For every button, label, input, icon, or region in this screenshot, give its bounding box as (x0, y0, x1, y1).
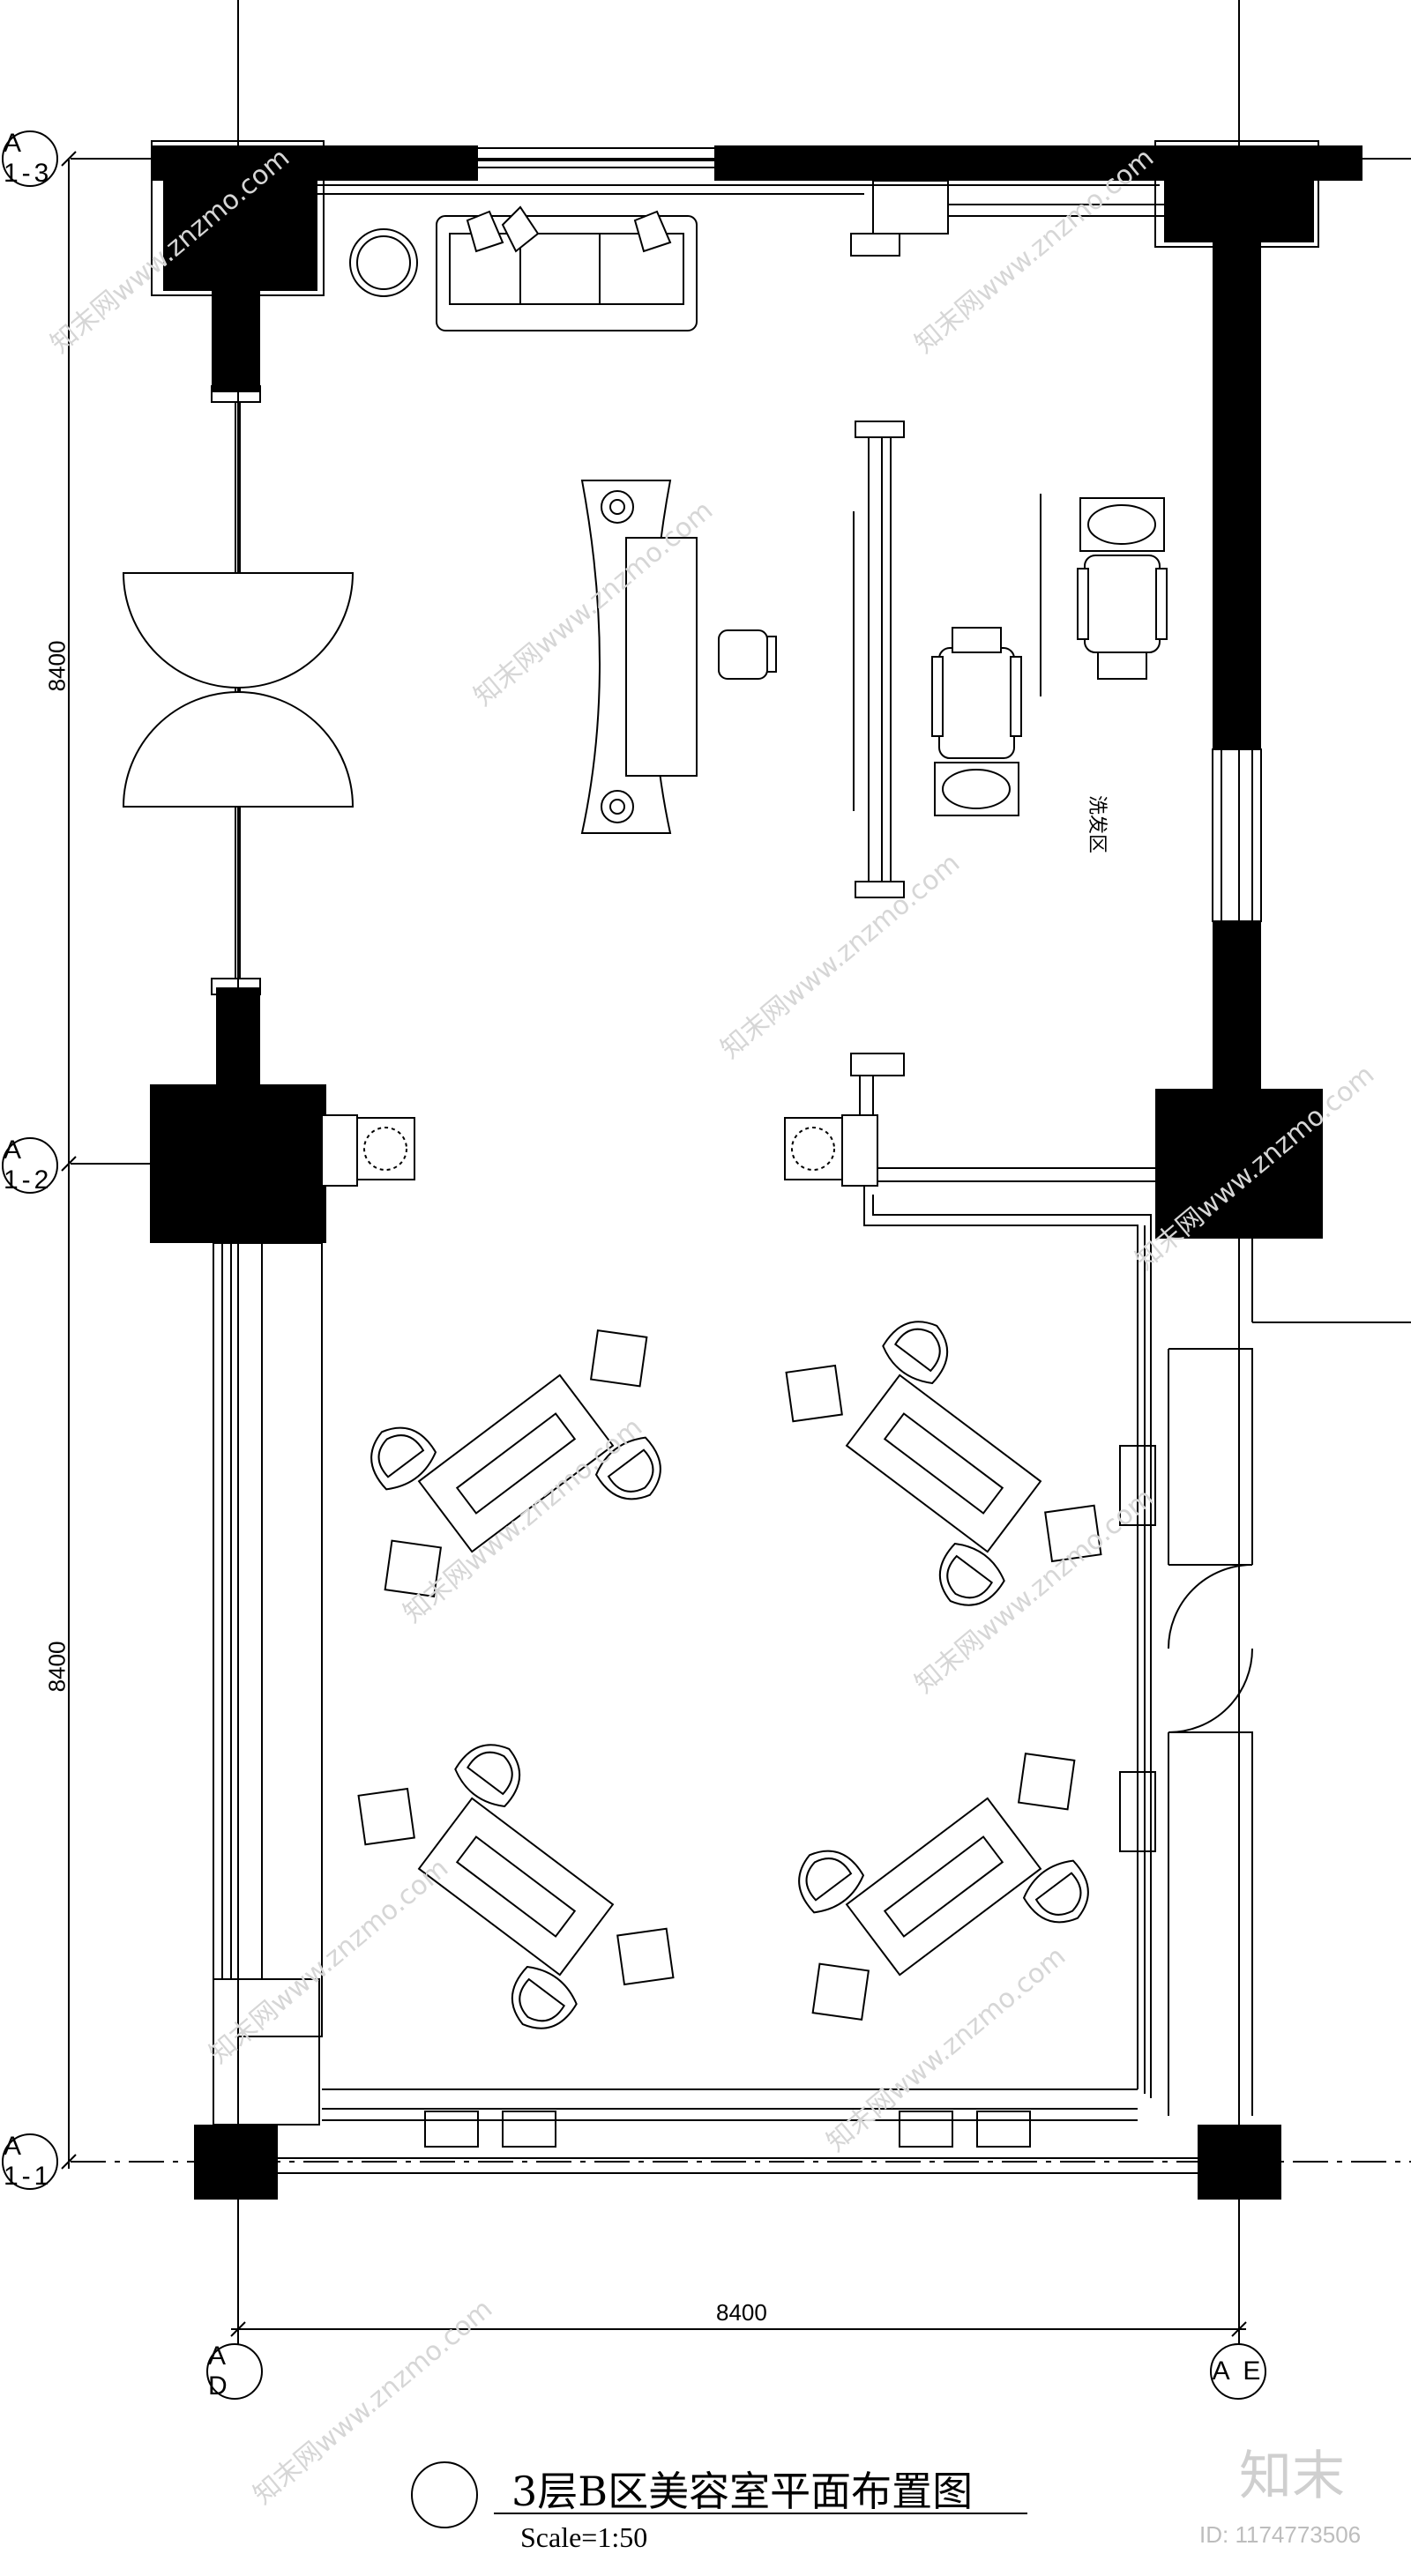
station-table-inset (883, 1835, 1004, 1938)
dimension-bottom: 8400 (716, 2299, 767, 2326)
manicure-station (798, 1752, 1089, 2021)
station-chair (882, 1321, 949, 1385)
station-stool (384, 1539, 443, 1598)
station-stool (1044, 1504, 1102, 1563)
display-stand-right (784, 1114, 878, 1187)
interior-lines (151, 140, 1411, 2174)
station-stool (589, 1329, 648, 1388)
station-stool (616, 1927, 675, 1986)
station-stool (811, 1962, 870, 2021)
lounge-sofa (436, 205, 698, 331)
title-symbol (411, 2461, 478, 2528)
grid-axis-a13: A 1-3 (2, 129, 58, 188)
walls (150, 145, 1362, 2200)
station-chair (594, 1436, 661, 1500)
grid-axis-a12: A 1-2 (2, 1135, 58, 1195)
wash-chair-2 (931, 627, 1022, 816)
wash-chair-1 (1077, 497, 1168, 680)
station-chair (798, 1850, 865, 1914)
display-stand-left (321, 1114, 415, 1187)
station-chair (454, 1744, 521, 1808)
title-underline (494, 2513, 1027, 2514)
grid-axis-ae: A E (1210, 2343, 1266, 2400)
manicure-station (357, 1744, 675, 2029)
station-chair (1022, 1859, 1089, 1924)
manicure-stations (357, 1321, 1102, 2029)
image-id: ID: 1174773506 (1199, 2521, 1362, 2548)
station-table-inset (455, 1835, 577, 1938)
station-chair (938, 1542, 1005, 1606)
station-table-inset (883, 1412, 1004, 1515)
station-stool (1017, 1752, 1076, 1811)
station-stool (357, 1787, 415, 1846)
manicure-station (370, 1329, 661, 1598)
manicure-station (785, 1321, 1102, 1606)
drawing-scale: Scale=1:50 (520, 2521, 648, 2553)
grid-axis-ad: A D (206, 2341, 263, 2401)
zone-label-wash: 洗发区 (1086, 795, 1108, 854)
drawing-title: 3层B区美容室平面布置图 (511, 2468, 974, 2515)
dimension-lower-left: 8400 (43, 1641, 71, 1693)
grid-axis-a11: A 1-1 (2, 2132, 58, 2191)
station-stool (785, 1364, 843, 1423)
station-chair (511, 1965, 578, 2029)
station-table-inset (455, 1412, 577, 1515)
dimension-upper-left: 8400 (43, 640, 71, 692)
station-chair (370, 1426, 437, 1491)
brand-mark: 知末 (1239, 2446, 1345, 2507)
reception-desk (580, 480, 777, 834)
wash-partition (853, 421, 1041, 898)
entrance-feature (122, 572, 355, 808)
side-table (349, 228, 418, 297)
